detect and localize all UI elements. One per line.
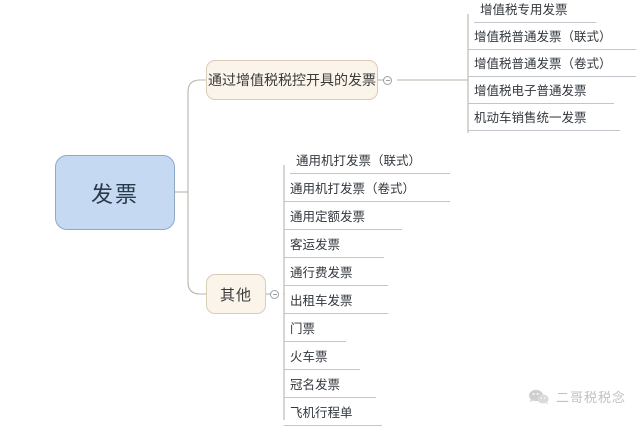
leaf-other-0[interactable]: 通用机打发票（联式） xyxy=(290,154,450,174)
wire-trunk-to-vat xyxy=(187,79,206,192)
root-node-invoice[interactable]: 发票 xyxy=(55,155,175,230)
collapse-handle-other[interactable] xyxy=(270,289,279,299)
leaf-other-4[interactable]: 通行费发票 xyxy=(284,266,388,286)
leaf-vat-4[interactable]: 机动车销售统一发票 xyxy=(468,111,620,131)
leaf-other-2[interactable]: 通用定额发票 xyxy=(284,210,402,230)
leaf-other-3[interactable]: 客运发票 xyxy=(284,238,384,258)
leaf-other-6[interactable]: 门票 xyxy=(284,322,346,342)
watermark-text: 二哥税税念 xyxy=(555,391,626,406)
leaf-vat-2[interactable]: 增值税普通发票（卷式） xyxy=(468,57,636,77)
leaf-vat-3[interactable]: 增值税电子普通发票 xyxy=(468,84,614,104)
leaf-other-1[interactable]: 通用机打发票（卷式） xyxy=(284,182,450,202)
branch-node-other[interactable]: 其他 xyxy=(206,274,266,314)
collapse-handle-vat[interactable] xyxy=(383,75,392,85)
wechat-icon xyxy=(528,389,549,404)
branch-node-vat-controlled[interactable]: 通过增值税税控开具的发票 xyxy=(206,60,378,100)
watermark: 二哥税税念 xyxy=(528,387,626,406)
leaf-other-5[interactable]: 出租车发票 xyxy=(284,294,388,314)
leaf-other-8[interactable]: 冠名发票 xyxy=(284,378,376,398)
leaf-other-9[interactable]: 飞机行程单 xyxy=(284,406,382,426)
root-node-label: 发票 xyxy=(90,182,139,208)
wire-trunk-to-other xyxy=(187,192,206,295)
branch-node-vat-label: 通过增值税税控开具的发票 xyxy=(208,73,376,89)
leaf-vat-0[interactable]: 增值税专用发票 xyxy=(474,3,596,23)
leaf-other-7[interactable]: 火车票 xyxy=(284,350,360,370)
leaf-vat-1[interactable]: 增值税普通发票（联式） xyxy=(468,30,636,50)
branch-node-other-label: 其他 xyxy=(219,285,252,304)
